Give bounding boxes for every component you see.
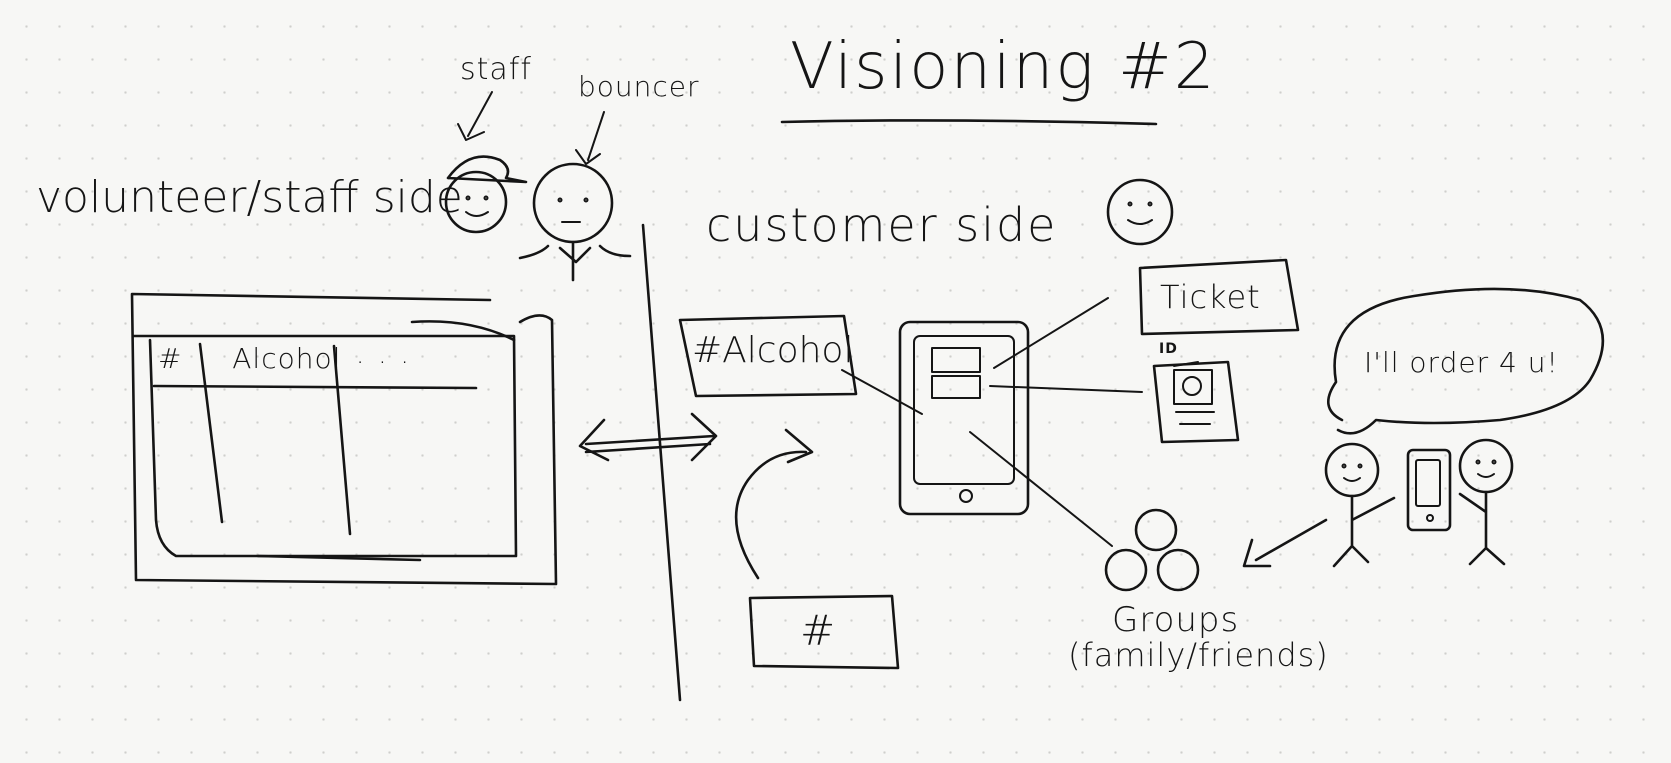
two-way-arrow: [578, 412, 718, 462]
table-hash-header: #: [158, 342, 183, 375]
speech-text: I'll order 4 u!: [1364, 346, 1559, 379]
id-badge-icon: [1152, 360, 1240, 444]
tablet-to-ticket-line: [993, 297, 1109, 369]
arrow-to-groups: [1242, 518, 1328, 568]
people-with-phone-icon: [1324, 438, 1514, 568]
hash-box-label: #: [800, 606, 837, 655]
volunteer-side-heading: volunteer/staff side: [36, 172, 463, 223]
table-alcohol-header: Alcohol: [232, 342, 342, 375]
speech-bubble: [1327, 287, 1605, 435]
customer-side-heading: customer side: [706, 198, 1058, 252]
groups-note-label: (family/friends): [1068, 636, 1329, 674]
bouncer-person-icon: [518, 162, 632, 282]
curved-arrow: [734, 428, 814, 580]
staff-person-icon: [444, 155, 528, 234]
page-title: Visioning #2: [790, 30, 1217, 104]
vertical-divider: [641, 223, 682, 702]
alcohol-tag-box: [678, 314, 858, 398]
bouncer-arrow: [575, 111, 605, 165]
table-header: # Alcohol: [158, 342, 341, 375]
bouncer-label: bouncer: [578, 70, 700, 103]
alcohol-tag-label: #Alcohol: [692, 330, 854, 371]
ticket-label: Ticket: [1160, 278, 1261, 316]
groups-icon: [1104, 508, 1200, 592]
customer-smiley-icon: [1106, 178, 1174, 246]
hash-box: [748, 594, 900, 670]
tablet-icon: [898, 320, 1030, 516]
ticket-box: [1138, 258, 1300, 336]
staff-arrow: [457, 91, 493, 141]
id-badge-label: ID: [1159, 341, 1178, 357]
title-underline: [780, 119, 1158, 126]
tablet-to-groups-line: [969, 431, 1113, 547]
tag-to-tablet-line: [841, 369, 923, 415]
table-more-columns: ...: [356, 340, 423, 370]
tablet-to-id-line: [989, 385, 1143, 393]
staff-table-sketch: [130, 292, 558, 586]
groups-label: Groups: [1112, 600, 1240, 640]
staff-label: staff: [460, 52, 532, 87]
